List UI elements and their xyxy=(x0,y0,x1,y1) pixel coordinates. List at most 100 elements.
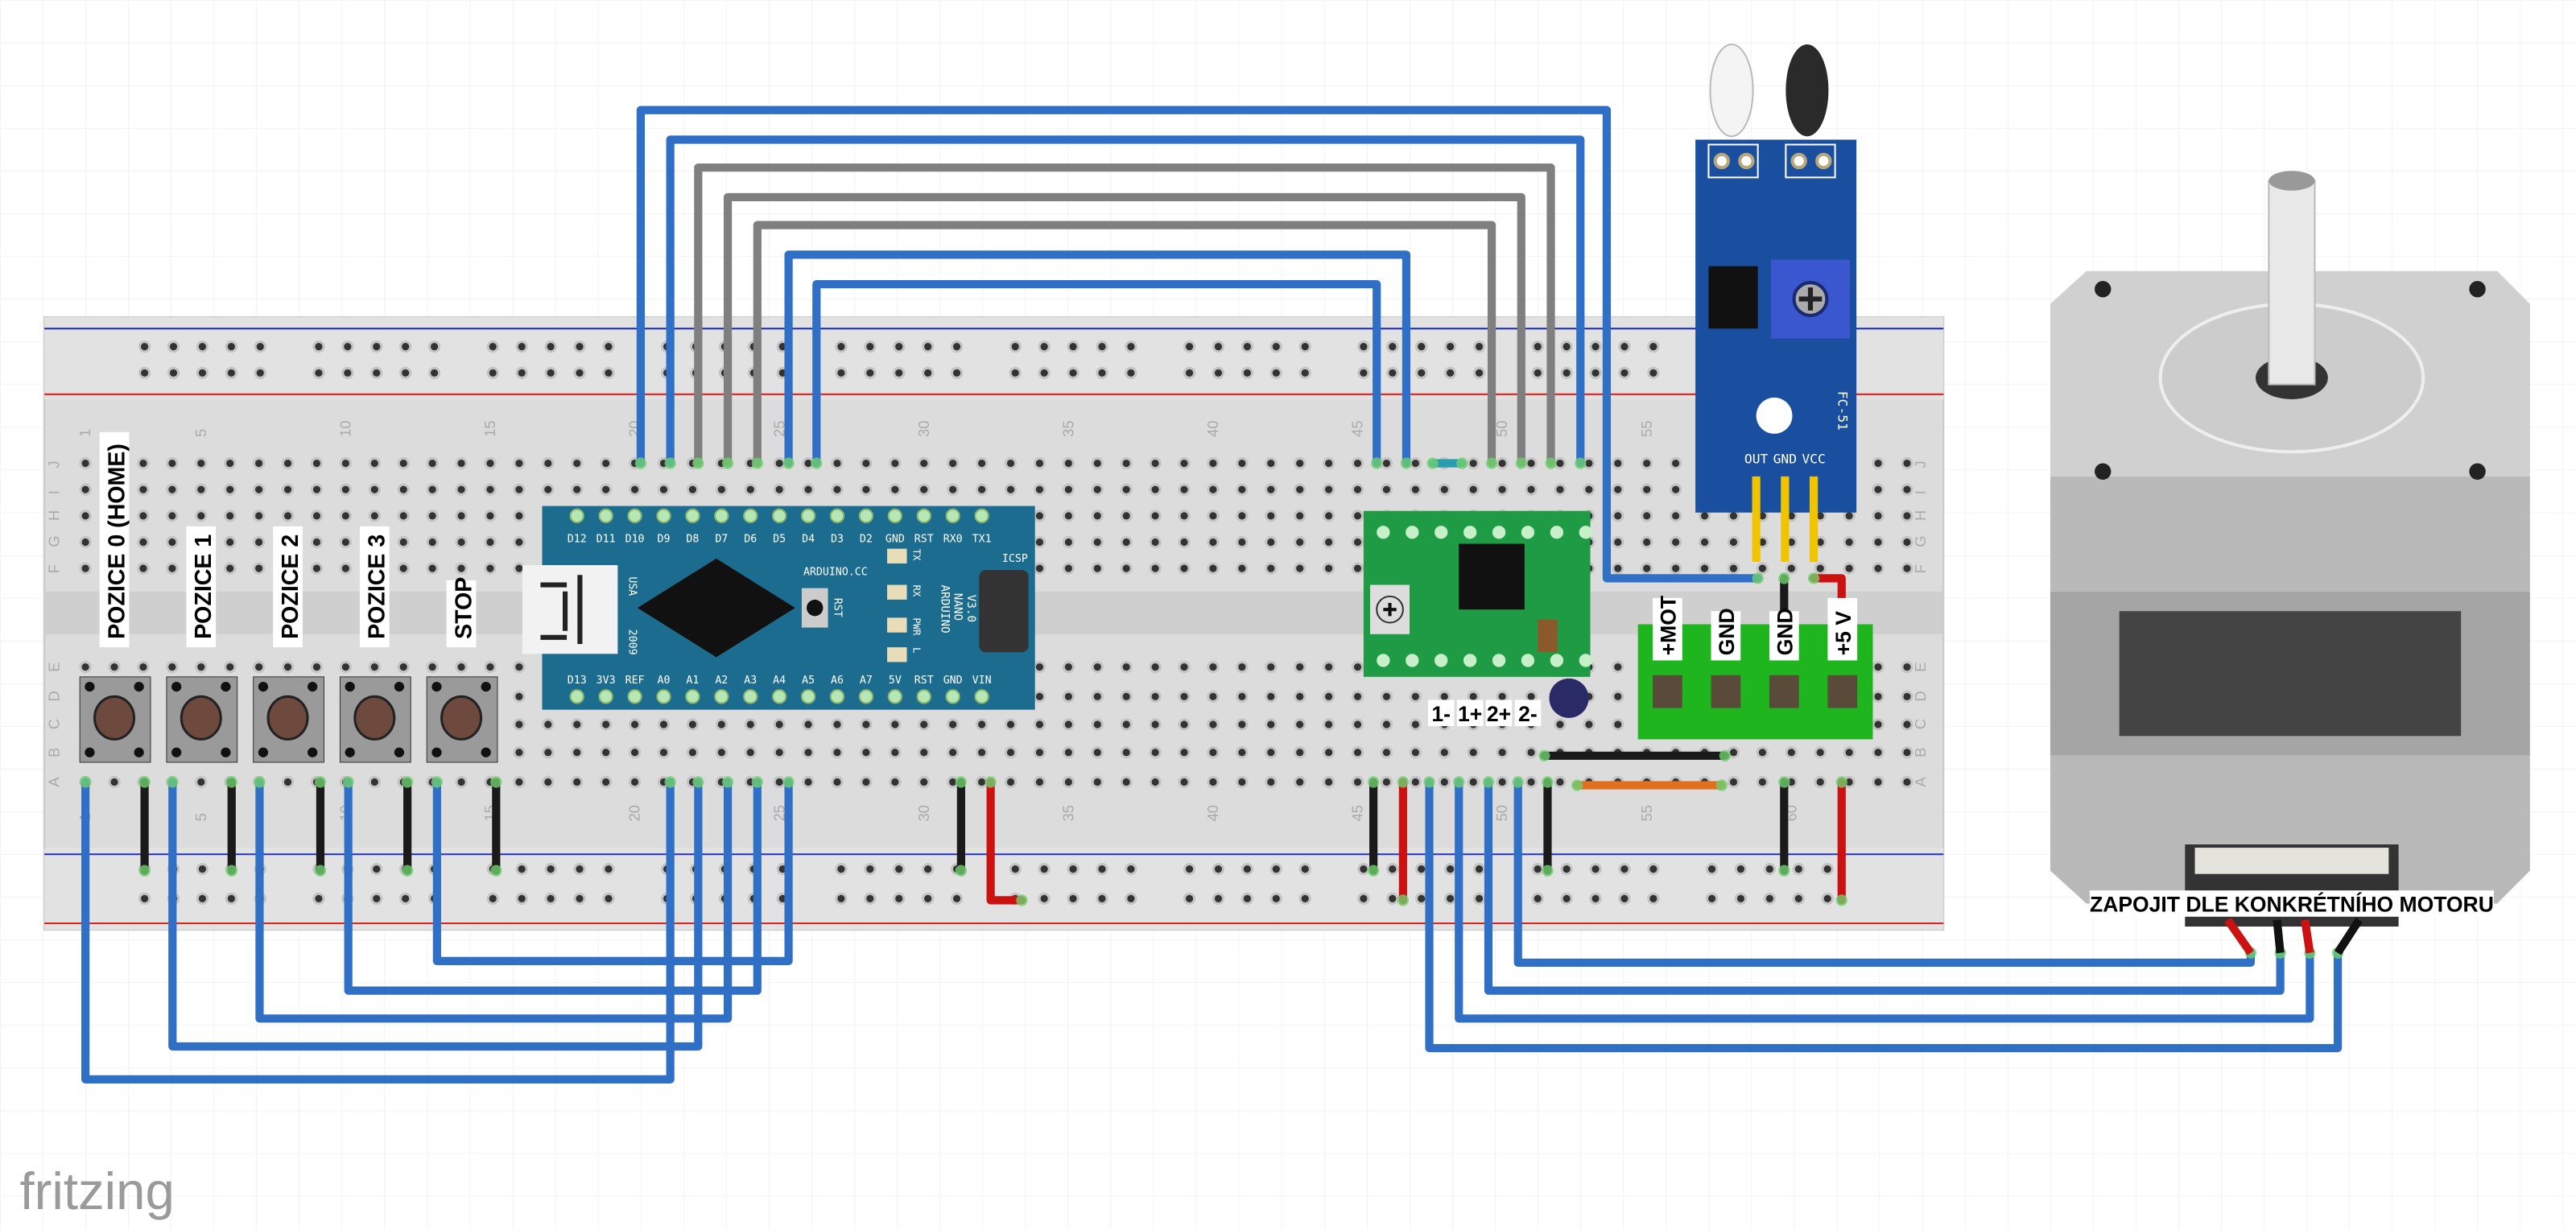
breadboard-hole[interactable] xyxy=(947,746,960,759)
breadboard-hole[interactable] xyxy=(281,510,295,522)
breadboard-hole[interactable] xyxy=(860,456,873,470)
breadboard-hole[interactable] xyxy=(1265,510,1278,522)
breadboard-hole[interactable] xyxy=(1901,690,1913,703)
rail-hole[interactable] xyxy=(370,862,383,876)
breadboard-hole[interactable] xyxy=(339,535,353,549)
breadboard-hole[interactable] xyxy=(195,660,208,674)
rail-hole[interactable] xyxy=(1298,366,1311,379)
rail-hole[interactable] xyxy=(1386,862,1399,876)
rail-hole[interactable] xyxy=(1589,862,1602,876)
rail-hole[interactable] xyxy=(602,862,615,876)
rail-hole[interactable] xyxy=(1734,862,1748,876)
rail-hole[interactable] xyxy=(1531,366,1544,379)
button-cap[interactable] xyxy=(180,695,222,741)
breadboard-hole[interactable] xyxy=(599,483,613,496)
breadboard-hole[interactable] xyxy=(397,510,410,522)
breadboard-hole[interactable] xyxy=(1641,456,1653,470)
breadboard-hole[interactable] xyxy=(1467,483,1480,496)
breadboard-hole[interactable] xyxy=(1120,483,1133,496)
breadboard-hole[interactable] xyxy=(195,456,208,470)
breadboard-hole[interactable] xyxy=(1294,483,1307,496)
rail-hole[interactable] xyxy=(573,892,586,905)
breadboard-hole[interactable] xyxy=(1322,746,1335,759)
breadboard-hole[interactable] xyxy=(1178,535,1191,549)
arduino-pin[interactable] xyxy=(974,689,989,704)
breadboard-hole[interactable] xyxy=(397,535,410,549)
rail-hole[interactable] xyxy=(1357,892,1370,905)
breadboard-hole[interactable] xyxy=(686,746,700,759)
rail-hole[interactable] xyxy=(1212,366,1225,379)
breadboard-hole[interactable] xyxy=(426,660,439,674)
breadboard-hole[interactable] xyxy=(1409,483,1422,496)
breadboard-hole[interactable] xyxy=(628,483,642,496)
breadboard-hole[interactable] xyxy=(1901,775,1913,789)
breadboard-hole[interactable] xyxy=(1843,746,1856,759)
breadboard-hole[interactable] xyxy=(686,718,700,731)
breadboard-hole[interactable] xyxy=(802,775,815,789)
breadboard-hole[interactable] xyxy=(918,746,931,759)
breadboard-hole[interactable] xyxy=(1901,510,1913,522)
breadboard-hole[interactable] xyxy=(773,718,786,731)
push-button[interactable] xyxy=(79,676,151,763)
breadboard-hole[interactable] xyxy=(1872,456,1885,470)
breadboard-hole[interactable] xyxy=(252,456,266,470)
breadboard-hole[interactable] xyxy=(310,510,324,522)
wire-button-1[interactable] xyxy=(168,778,703,1051)
breadboard-hole[interactable] xyxy=(1901,535,1913,549)
breadboard-hole[interactable] xyxy=(1322,690,1335,703)
breadboard-hole[interactable] xyxy=(1265,775,1278,789)
breadboard-hole[interactable] xyxy=(1380,483,1393,496)
rail-hole[interactable] xyxy=(1009,862,1022,876)
wire-button-stop[interactable] xyxy=(432,778,793,965)
driver-pin[interactable] xyxy=(1550,526,1564,539)
breadboard-hole[interactable] xyxy=(339,456,353,470)
rail-hole[interactable] xyxy=(1647,862,1660,876)
breadboard-hole[interactable] xyxy=(1351,483,1364,496)
breadboard-hole[interactable] xyxy=(975,746,989,759)
breadboard-hole[interactable] xyxy=(1294,718,1307,731)
breadboard-hole[interactable] xyxy=(1496,483,1509,496)
button-cap[interactable] xyxy=(93,695,136,741)
breadboard-hole[interactable] xyxy=(1525,456,1538,470)
breadboard-hole[interactable] xyxy=(1351,510,1364,522)
breadboard-hole[interactable] xyxy=(1236,660,1249,674)
rail-hole[interactable] xyxy=(1647,366,1660,379)
breadboard-hole[interactable] xyxy=(1467,456,1480,470)
breadboard-hole[interactable] xyxy=(1554,483,1567,496)
breadboard-hole[interactable] xyxy=(1033,483,1046,496)
breadboard-hole[interactable] xyxy=(657,718,671,731)
breadboard-hole[interactable] xyxy=(1236,775,1249,789)
breadboard-hole[interactable] xyxy=(1612,535,1624,549)
arduino-pin[interactable] xyxy=(858,508,874,524)
rail-hole[interactable] xyxy=(1386,340,1399,353)
breadboard-hole[interactable] xyxy=(339,510,353,522)
breadboard-hole[interactable] xyxy=(1438,483,1451,496)
rail-hole[interactable] xyxy=(312,340,325,353)
breadboard-hole[interactable] xyxy=(252,562,266,575)
breadboard-hole[interactable] xyxy=(1236,483,1249,496)
breadboard-hole[interactable] xyxy=(137,660,150,674)
rail-hole[interactable] xyxy=(1038,862,1051,876)
breadboard-hole[interactable] xyxy=(1120,690,1133,703)
breadboard-hole[interactable] xyxy=(1062,775,1075,789)
breadboard-hole[interactable] xyxy=(137,483,150,496)
rail-hole[interactable] xyxy=(341,340,354,353)
arduino-pin[interactable] xyxy=(656,689,671,704)
breadboard-hole[interactable] xyxy=(1004,456,1018,470)
arduino-pin[interactable] xyxy=(685,689,700,704)
breadboard-hole[interactable] xyxy=(1294,746,1307,759)
breadboard-hole[interactable] xyxy=(1322,660,1335,674)
rail-hole[interactable] xyxy=(312,892,325,905)
push-button[interactable] xyxy=(339,676,411,763)
rail-hole[interactable] xyxy=(1183,340,1196,353)
screw-terminal[interactable] xyxy=(1827,675,1858,708)
breadboard-hole[interactable] xyxy=(1901,562,1913,575)
rail-hole[interactable] xyxy=(1386,892,1399,905)
wire-sensor-out[interactable] xyxy=(636,105,1762,583)
breadboard-hole[interactable] xyxy=(1843,562,1856,575)
rail-hole[interactable] xyxy=(138,340,151,353)
rail-hole[interactable] xyxy=(1067,340,1080,353)
rail-hole[interactable] xyxy=(1792,862,1805,876)
breadboard-hole[interactable] xyxy=(1091,775,1104,789)
breadboard-hole[interactable] xyxy=(1901,483,1913,496)
